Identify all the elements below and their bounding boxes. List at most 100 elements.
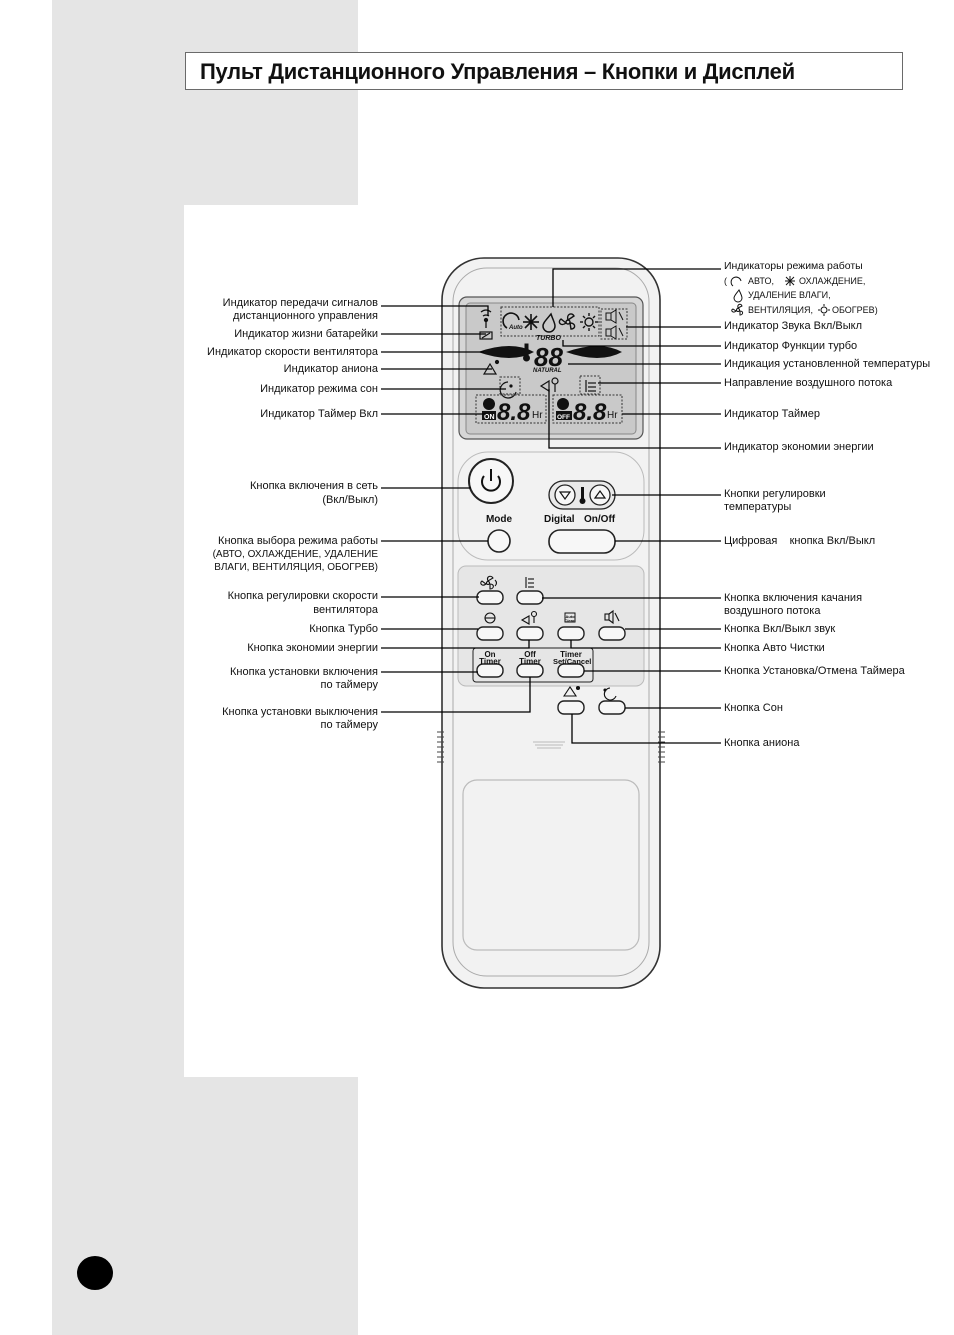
label-autoclean: Кнопка Авто Чистки <box>724 642 825 654</box>
timer-set-label-1: Timer <box>560 650 582 659</box>
auto-text: Auto <box>508 325 523 331</box>
label-power-1: Кнопка включения в сеть <box>250 480 378 492</box>
temp-up-button <box>589 484 611 506</box>
label-mode-1: Кнопка выбора режима работы <box>218 535 378 547</box>
label-fan-btn-1: Кнопка регулировки скорости <box>227 590 378 602</box>
label-modes-title: Индикаторы режима работы <box>724 260 863 272</box>
label-fan-speed: Индикатор скорости вентилятора <box>207 346 378 358</box>
label-anion: Индикатор аниона <box>283 363 378 375</box>
label-mode-3: ВЛАГИ, ВЕНТИЛЯЦИЯ, ОБОГРЕВ) <box>214 562 378 573</box>
label-turbo-btn: Кнопка Турбо <box>309 623 378 635</box>
label-mode-2: (АВТО, ОХЛАЖДЕНИЕ, УДАЛЕНИЕ <box>212 549 378 560</box>
label-digital: Цифровая кнопка Вкл/Выкл <box>724 535 876 547</box>
legend-fan-icon <box>731 303 744 316</box>
grille <box>533 741 565 749</box>
digital-onoff-suffix-label: On/Off <box>584 514 616 525</box>
arrow-up-icon <box>593 489 607 499</box>
button-panel <box>457 565 645 687</box>
timer-on-hr: Hr <box>532 410 543 421</box>
label-sound-btn: Кнопка Вкл/Выкл звук <box>724 623 836 635</box>
legend-auto-icon <box>730 276 742 287</box>
label-airflow: Направление воздушного потока <box>724 377 893 389</box>
label-set-temp: Индикация установленной температуры <box>724 358 931 370</box>
timer-on-clock-icon <box>483 398 495 410</box>
page-title: Пульт Дистанционного Управления – Кнопки… <box>200 59 795 84</box>
label-modes-heat: ОБОГРЕВ) <box>832 305 878 315</box>
fan-speed-bar-right <box>566 346 622 358</box>
label-eco: Индикатор экономии энергии <box>724 441 874 453</box>
timer-off-hr: Hr <box>607 410 618 421</box>
sound-button <box>598 626 626 641</box>
label-battery: Индикатор жизни батарейки <box>234 328 378 340</box>
label-modes-dry: УДАЛЕНИЕ ВЛАГИ, <box>748 290 831 300</box>
sound-on-icon <box>605 309 624 324</box>
fan-speed-icon <box>480 575 498 590</box>
timer-set-label-2: Set/Cancel <box>553 657 592 666</box>
digital-label: Digital <box>544 514 575 525</box>
label-timer-set: Кнопка Установка/Отмена Таймера <box>724 665 905 677</box>
arrow-down-icon <box>558 491 572 501</box>
autoclean-icon-text: Auto Clean <box>564 614 576 623</box>
thermometer-icon <box>523 343 530 362</box>
temp-down-button <box>554 484 576 506</box>
label-modes-fan: ВЕНТИЛЯЦИЯ, <box>748 305 814 315</box>
cool-mode-icon <box>523 314 539 330</box>
natural-text: NATURAL <box>533 368 562 374</box>
title-frame <box>185 52 903 90</box>
timer-off-digits: 8.8 <box>573 399 607 426</box>
label-on-timer-2: по таймеру <box>320 679 378 691</box>
signal-tx-icon <box>480 309 492 328</box>
auto-mode-icon <box>502 312 520 329</box>
off-timer-label-1: Off <box>524 650 536 659</box>
label-timer: Индикатор Таймер <box>724 408 820 420</box>
swing-icon <box>525 577 534 588</box>
side-grip <box>437 731 665 763</box>
on-timer-button <box>476 663 504 678</box>
sound-button-icon <box>604 609 620 625</box>
battery-cover <box>462 779 640 951</box>
timer-off-text: OFF <box>557 414 570 421</box>
on-timer-label-1: On <box>484 650 496 659</box>
timer-on-text: ON <box>484 414 495 421</box>
label-signal-1: Индикатор передачи сигналов <box>222 297 378 309</box>
sleep-button-icon <box>603 687 617 701</box>
eco-icon <box>520 610 538 625</box>
label-sleep-btn: Кнопка Сон <box>724 702 783 714</box>
dry-mode-icon <box>542 312 556 333</box>
anion-button <box>557 700 585 715</box>
label-on-timer-1: Кнопка установки включения <box>230 666 378 678</box>
label-timer-on: Индикатор Таймер Вкл <box>260 408 378 420</box>
mode-label: Mode <box>485 514 513 525</box>
temp-thermometer-icon <box>579 487 586 504</box>
label-modes-open: ( <box>724 276 727 286</box>
timer-off-clock-icon <box>557 398 569 410</box>
label-temp-btn-2: температуры <box>724 501 792 513</box>
off-timer-label-2: Timer <box>519 657 541 666</box>
sound-off-icon <box>605 325 624 340</box>
battery-icon <box>479 331 493 340</box>
label-sleep: Индикатор режима сон <box>260 383 378 395</box>
turbo-icon <box>484 612 496 624</box>
label-power-2: (Вкл/Выкл) <box>322 494 378 506</box>
turbo-button <box>476 626 504 641</box>
set-temp-digits: 88 <box>534 342 563 372</box>
heat-mode-icon <box>580 313 598 331</box>
power-icon <box>481 469 501 492</box>
autoclean-icon <box>564 612 576 623</box>
label-turbo: Индикатор Функции турбо <box>724 340 858 352</box>
label-fan-btn-2: вентилятора <box>313 604 378 616</box>
timer-on-digits: 8.8 <box>497 399 531 426</box>
label-anion-btn: Кнопка аниона <box>724 737 800 749</box>
fan-mode-icon <box>558 313 576 330</box>
label-temp-btn-1: Кнопки регулировки <box>724 488 826 500</box>
label-signal-2: дистанционного управления <box>233 310 378 322</box>
fan-speed-bar-left <box>478 346 534 358</box>
label-swing-2: воздушного потока <box>724 605 821 617</box>
label-eco-btn: Кнопка экономии энергии <box>247 642 378 654</box>
page-number-dot <box>77 1256 113 1290</box>
airflow-indicator-icon <box>585 380 596 392</box>
label-off-timer-1: Кнопка установки выключения <box>222 706 378 718</box>
label-modes-cool: ОХЛАЖДЕНИЕ, <box>799 276 866 286</box>
